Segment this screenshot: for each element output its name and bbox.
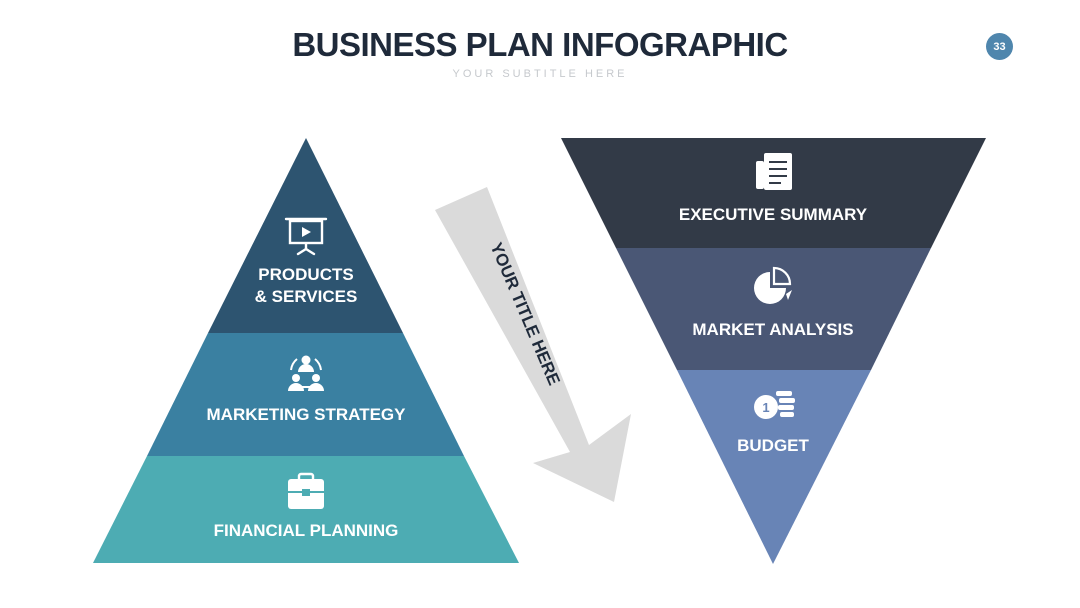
- pyramid-level-top-label-line1: PRODUCTS: [258, 265, 353, 284]
- inverted-level-top-label: EXECUTIVE SUMMARY: [679, 205, 868, 224]
- arrow-shape: [435, 187, 631, 502]
- inverted-level-bottom: [677, 370, 871, 564]
- pyramid-level-middle-label: MARKETING STRATEGY: [207, 405, 407, 424]
- pyramid-level-top-label-line2: & SERVICES: [255, 287, 358, 306]
- svg-text:1: 1: [762, 400, 769, 415]
- pie-chart-icon: [754, 266, 792, 304]
- page-title: BUSINESS PLAN INFOGRAPHIC: [292, 26, 788, 63]
- page-number-badge: 33: [986, 33, 1013, 60]
- pyramid-level-bottom: [93, 456, 519, 563]
- pyramid-level-bottom-label: FINANCIAL PLANNING: [214, 521, 399, 540]
- presentation-board-icon: [284, 217, 328, 256]
- pyramid-level-middle: [147, 333, 464, 456]
- inverted-level-middle-label: MARKET ANALYSIS: [692, 320, 853, 339]
- inverted-level-middle: [616, 248, 931, 370]
- team-network-icon: [288, 355, 324, 391]
- inverted-level-bottom-label: BUDGET: [737, 436, 809, 455]
- document-report-icon: [756, 153, 792, 190]
- inverted-level-top: [561, 138, 986, 248]
- pyramid-level-top: [208, 138, 403, 333]
- pyramid: PRODUCTS & SERVICES MARKETING STRATEGY F…: [93, 138, 519, 563]
- page-subtitle: YOUR SUBTITLE HERE: [452, 68, 628, 80]
- inverted-pyramid: EXECUTIVE SUMMARY MARKET ANALYSIS 1 BUDG…: [561, 138, 986, 564]
- diagonal-arrow: YOUR TITLE HERE: [435, 187, 631, 502]
- coin-stack-icon: 1: [754, 391, 795, 419]
- briefcase-icon: [288, 472, 324, 509]
